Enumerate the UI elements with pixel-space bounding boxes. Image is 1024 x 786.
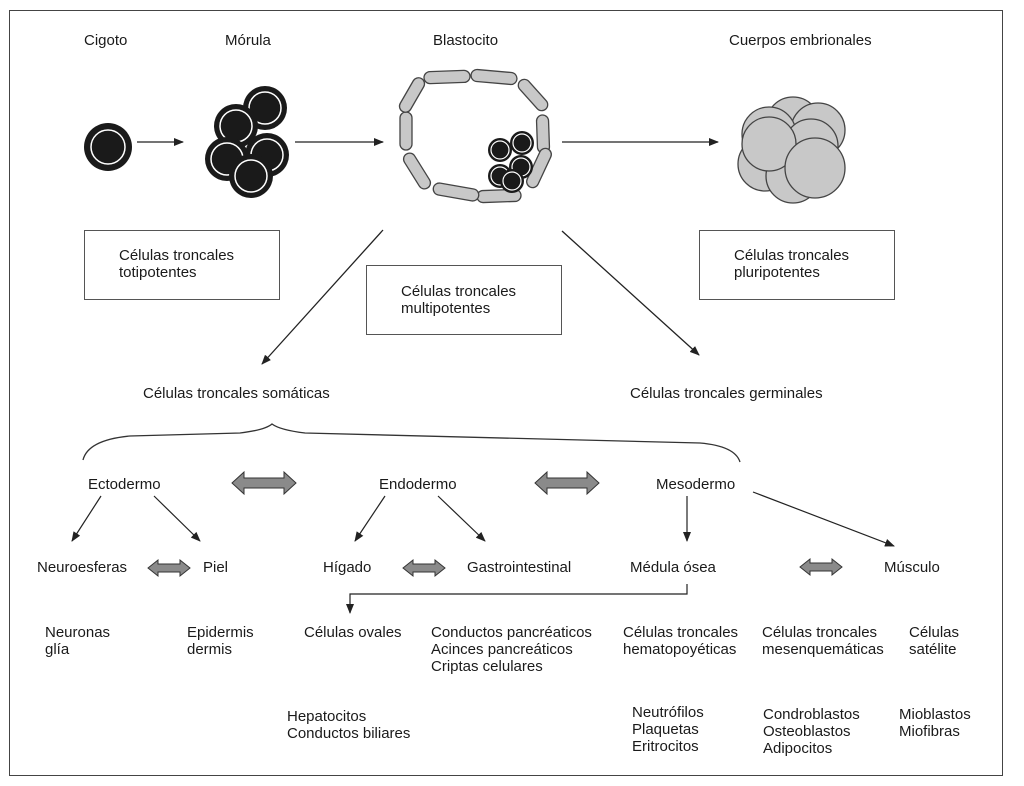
label-hematopoyeticas: Células troncales hematopoyéticas <box>623 624 739 658</box>
label-germinales: Células troncales germinales <box>630 385 823 402</box>
label-somaticas: Células troncales somáticas <box>143 385 330 402</box>
arrow-endo-higado <box>354 495 386 542</box>
label-epidermis-dermis: Epidermis dermis <box>187 624 254 658</box>
label-satelite: Células satélite <box>909 624 960 658</box>
box-multipotentes: Células troncales multipotentes <box>366 265 562 335</box>
arrow-meso-musculo <box>752 491 895 547</box>
arrow-endo-gastro <box>437 495 486 542</box>
blastocito-icon <box>398 68 552 204</box>
label-cuerpos-embrionales: Cuerpos embrionales <box>729 32 872 49</box>
double-arrow-icon <box>402 558 446 578</box>
label-blastocito: Blastocito <box>433 32 499 49</box>
box-multipotentes-text: Células troncales multipotentes <box>401 283 517 317</box>
double-arrow-icon <box>231 470 297 496</box>
arrow-ecto-neuro <box>71 495 102 542</box>
label-hepatocitos: Hepatocitos Conductos biliares <box>287 708 411 742</box>
box-totipotentes: Células troncales totipotentes <box>84 230 280 300</box>
label-endodermo: Endodermo <box>379 476 457 493</box>
label-neuroesferas: Neuroesferas <box>37 559 128 576</box>
label-pancreaticos: Conductos pancréaticos Acinces pancreáti… <box>431 624 592 675</box>
label-musculares-derivadas: Mioblastos Miofibras <box>899 706 971 740</box>
arrow-medula-ovales <box>346 584 688 614</box>
label-ectodermo: Ectodermo <box>88 476 161 493</box>
diagram-frame <box>9 10 1003 776</box>
label-neuronas-glia: Neuronas glía <box>45 624 111 658</box>
box-totipotentes-text: Células troncales totipotentes <box>119 247 235 281</box>
label-sangre: Neutrófilos Plaquetas Eritrocitos <box>632 704 704 755</box>
label-higado: Hígado <box>323 559 372 576</box>
double-arrow-icon <box>799 557 843 577</box>
box-pluripotentes-text: Células troncales pluripotentes <box>734 247 850 281</box>
label-musculo: Músculo <box>884 559 940 576</box>
label-medula-osea: Médula ósea <box>630 559 716 576</box>
double-arrow-icon <box>147 558 191 578</box>
arrow-to-somaticas <box>261 229 384 365</box>
label-mesenquematicas: Células troncales mesenquemáticas <box>762 624 884 658</box>
box-pluripotentes: Células troncales pluripotentes <box>699 230 895 300</box>
label-gastrointestinal: Gastrointestinal <box>467 559 572 576</box>
arrow-ecto-piel <box>153 495 201 542</box>
morula-cells-icon <box>204 85 290 199</box>
cuerpos-embrionales-icon <box>737 96 846 204</box>
curly-brace <box>82 423 741 463</box>
label-celulas-ovales: Células ovales <box>304 624 402 641</box>
label-morula: Mórula <box>225 32 271 49</box>
label-mesenquimales-derivadas: Condroblastos Osteoblastos Adipocitos <box>763 706 860 757</box>
label-mesodermo: Mesodermo <box>656 476 736 493</box>
double-arrow-icon <box>534 470 600 496</box>
label-piel: Piel <box>203 559 229 576</box>
label-cigoto: Cigoto <box>84 32 128 49</box>
cigoto-cell-icon <box>84 123 132 171</box>
arrow-to-germinales <box>561 230 700 356</box>
